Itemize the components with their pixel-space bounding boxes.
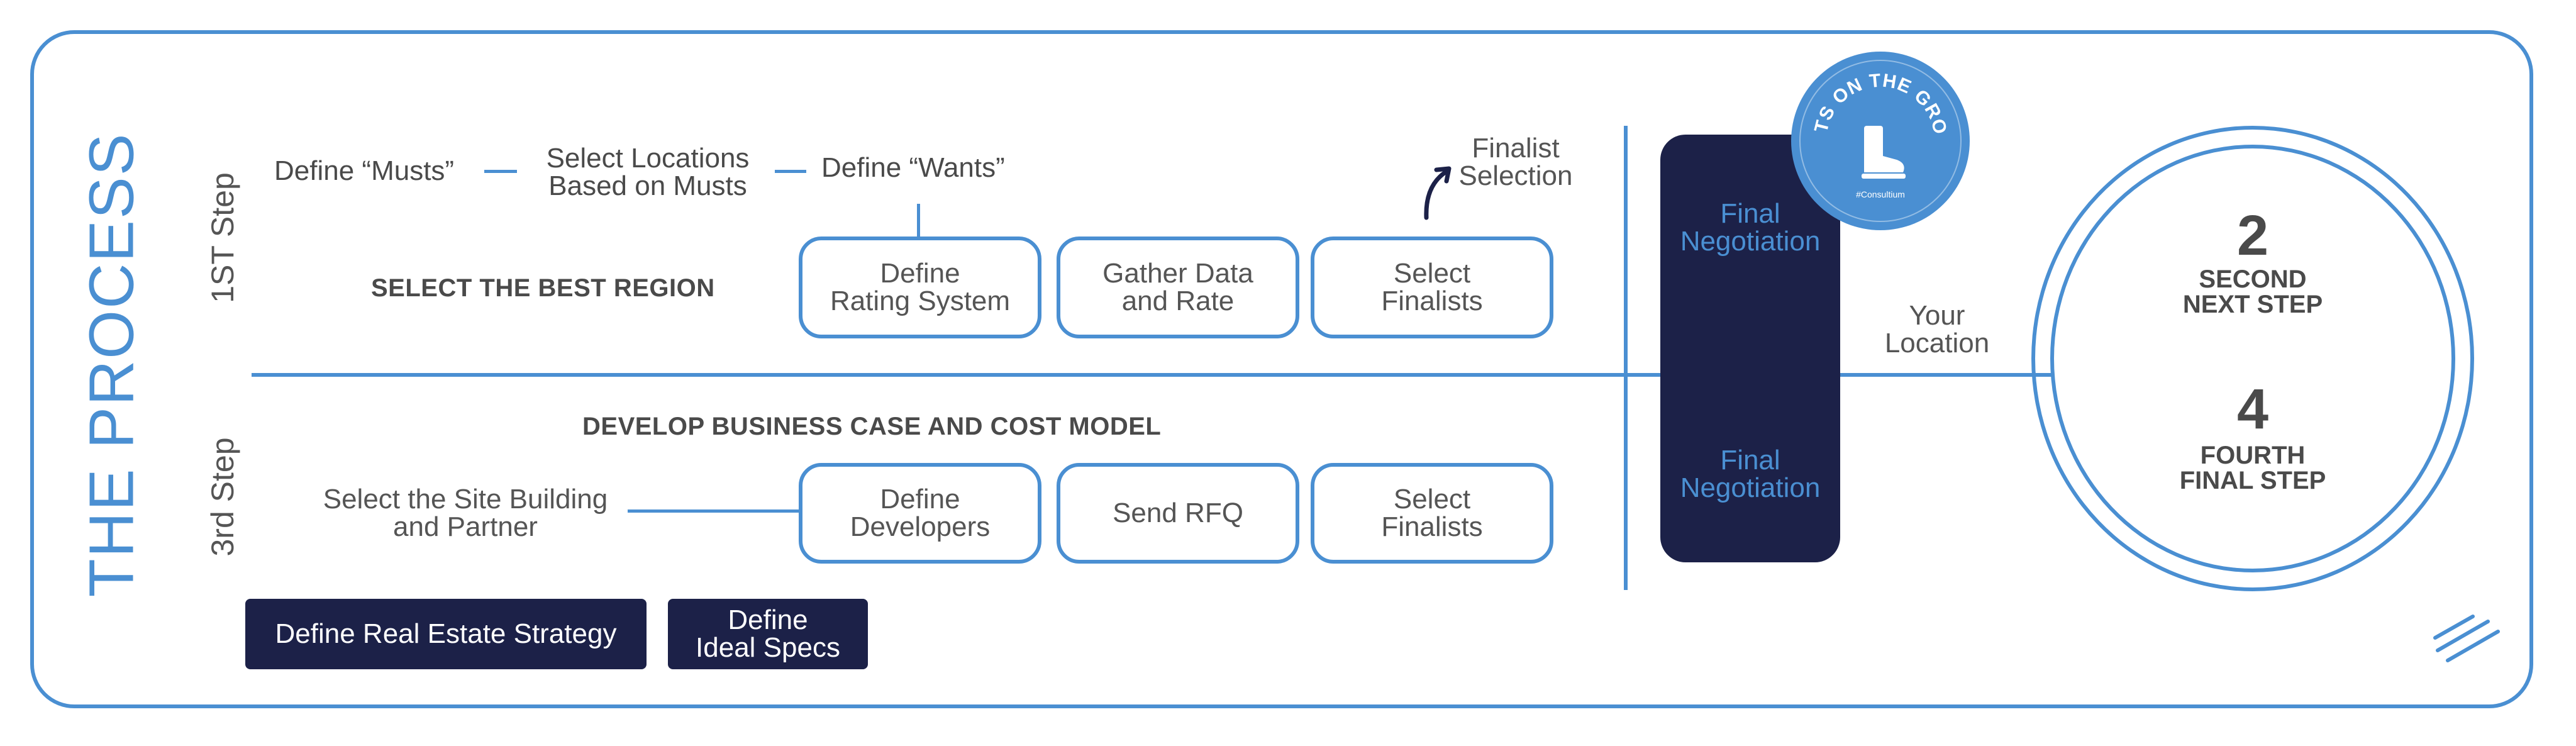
boots-on-the-ground-badge: BOOTS ON THE GROUND #Consultium <box>1784 35 1970 230</box>
negotiation-bottom-line2: Negotiation <box>1680 472 1821 503</box>
negotiation-top-line1: Final <box>1720 198 1780 229</box>
finalist-selection-line2: Selection <box>1458 160 1573 191</box>
box-line1: Define <box>880 484 960 515</box>
select-locations-line1: Select Locations <box>546 143 750 174</box>
horizontal-divider <box>252 373 2031 377</box>
final-negotiation-top: Final Negotiation <box>1660 200 1840 255</box>
box-line1: Send RFQ <box>1113 498 1243 528</box>
fourth-step-line1: FOURTH <box>2200 442 2306 469</box>
box-line2: Developers <box>850 511 991 542</box>
box-line2: Finalists <box>1381 511 1483 542</box>
page-title: THE PROCESS <box>76 132 147 598</box>
connector-line-vertical <box>917 204 920 238</box>
region-heading: SELECT THE BEST REGION <box>371 274 715 302</box>
ideal-specs-line1: Define <box>728 604 808 635</box>
select-site-line1: Select the Site Building <box>323 484 608 515</box>
boot-icon <box>1862 126 1906 179</box>
badge-hashtag: #Consultium <box>1856 189 1905 199</box>
third-step-label: 3rd Step <box>205 437 240 557</box>
fourth-step-number: 4 <box>2236 378 2269 441</box>
business-heading: DEVELOP BUSINESS CASE AND COST MODEL <box>582 413 1162 440</box>
outer-frame <box>30 30 2533 708</box>
box-line2: Finalists <box>1381 286 1483 316</box>
curved-arrow-icon <box>1424 166 1452 220</box>
connector-line <box>628 509 799 513</box>
vertical-divider <box>1624 126 1628 590</box>
box-line1: Select <box>1393 484 1471 515</box>
select-site-text: Select the Site Building and Partner <box>302 486 629 541</box>
define-wants-text: Define “Wants” <box>821 152 1005 183</box>
box-line1: Define <box>880 258 960 289</box>
connector-to-circle <box>1840 373 2054 377</box>
final-negotiation-bottom: Final Negotiation <box>1660 447 1840 502</box>
your-location-text: Your Location <box>1874 302 2000 357</box>
second-step-line1: SECOND <box>2199 265 2307 293</box>
next-steps-inner-ring <box>2050 145 2455 572</box>
badge-graphic: BOOTS ON THE GROUND #Consultium <box>1784 35 1962 222</box>
box-line2: and Rate <box>1121 286 1235 316</box>
diagonal-lines-icon <box>2433 615 2500 662</box>
final-negotiation-column <box>1660 135 1840 562</box>
second-step-text: SECOND NEXT STEP <box>2127 267 2379 317</box>
fourth-step-text: FOURTH FINAL STEP <box>2127 443 2379 493</box>
finalist-selection-line1: Finalist <box>1472 133 1560 164</box>
box-line1: Select <box>1393 258 1471 289</box>
define-musts-text: Define “Musts” <box>274 155 455 186</box>
negotiation-bottom-line1: Final <box>1720 445 1780 476</box>
define-real-estate-strategy: Define Real Estate Strategy <box>245 599 647 669</box>
connector-line <box>775 170 806 173</box>
ideal-specs-line2: Ideal Specs <box>696 632 840 663</box>
second-step-line2: NEXT STEP <box>2182 291 2323 318</box>
finalist-selection-text: Finalist Selection <box>1446 135 1585 190</box>
box-line2: Rating System <box>830 286 1011 316</box>
second-step-number: 2 <box>2236 204 2269 267</box>
send-rfq-box: Send RFQ <box>1057 463 1299 564</box>
connector-line <box>484 170 517 173</box>
select-locations-text: Select Locations Based on Musts <box>528 145 767 200</box>
select-site-line2: and Partner <box>393 511 538 542</box>
box-line1: Gather Data <box>1102 258 1253 289</box>
your-location-line2: Location <box>1884 328 1990 359</box>
negotiation-top-line2: Negotiation <box>1680 226 1821 257</box>
your-location-line1: Your <box>1909 300 1965 331</box>
fourth-step-line2: FINAL STEP <box>2179 467 2326 494</box>
select-locations-line2: Based on Musts <box>548 170 747 201</box>
first-step-label: 1ST Step <box>205 172 240 303</box>
next-steps-outer-ring <box>2031 126 2474 591</box>
